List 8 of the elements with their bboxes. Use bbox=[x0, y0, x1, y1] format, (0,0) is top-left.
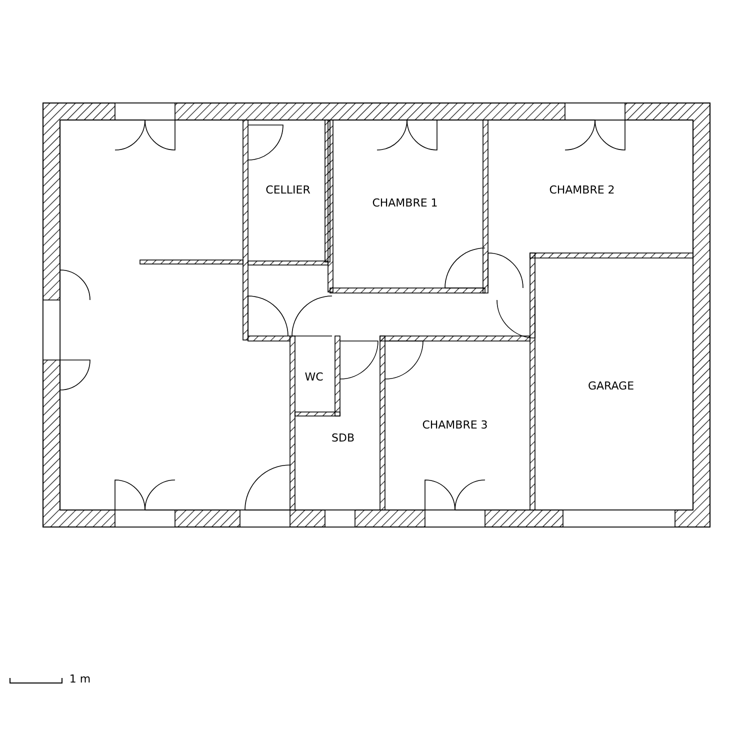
room-label: CHAMBRE 2 bbox=[549, 184, 615, 196]
room-label: GARAGE bbox=[588, 380, 634, 392]
room-label: CELLIER bbox=[266, 184, 310, 196]
room-label: CHAMBRE 3 bbox=[422, 418, 488, 432]
scale-label: 1 m bbox=[69, 672, 91, 686]
room-label: WC bbox=[304, 370, 324, 384]
room-label: SDB bbox=[332, 432, 354, 444]
room-label: CHAMBRE 1 bbox=[372, 196, 438, 210]
